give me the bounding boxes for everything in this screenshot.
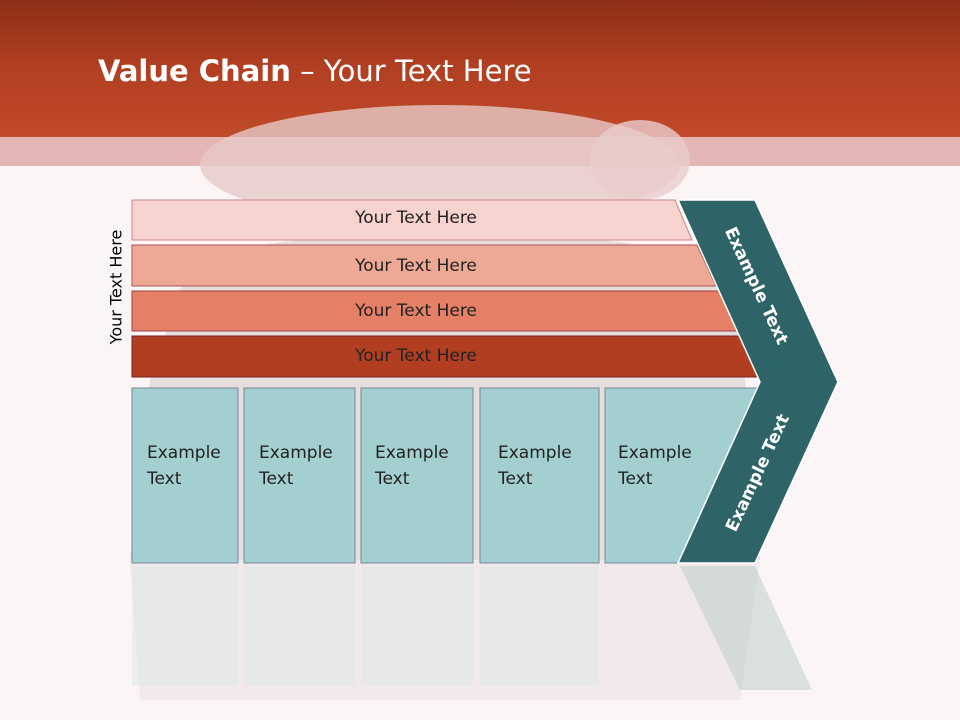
- cell-2-line2: Text: [259, 469, 294, 489]
- cell-5-line1: Example: [618, 443, 692, 463]
- cell-4: [479, 387, 600, 564]
- cell-3: [360, 387, 474, 564]
- bar-1-label: Your Text Here: [355, 208, 477, 228]
- bar-3-label: Your Text Here: [355, 301, 477, 321]
- cell-3-line2: Text: [375, 469, 410, 489]
- reflection-chevron: [680, 566, 812, 690]
- cell-1-line1: Example: [147, 443, 221, 463]
- cell-4-text: Example Text: [498, 440, 572, 492]
- reflection-cell-4: [480, 566, 599, 686]
- cell-3-line1: Example: [375, 443, 449, 463]
- chevron-arrow: [676, 199, 839, 564]
- reflection-cell-2: [244, 566, 355, 686]
- cell-1-text: Example Text: [147, 440, 221, 492]
- cell-4-line1: Example: [498, 443, 572, 463]
- cell-1-line2: Text: [147, 469, 182, 489]
- cell-5-text: Example Text: [618, 440, 692, 492]
- bar-2-label: Your Text Here: [355, 256, 477, 276]
- cell-4-line2: Text: [498, 469, 533, 489]
- cell-1: [131, 387, 239, 564]
- title-bold: Value Chain: [98, 54, 291, 88]
- cell-2-line1: Example: [259, 443, 333, 463]
- reflection-cell-1: [132, 566, 238, 686]
- page-title: Value Chain – Your Text Here: [98, 54, 532, 88]
- reflection-cell-3: [361, 566, 473, 686]
- cell-3-text: Example Text: [375, 440, 449, 492]
- bar-1: [131, 199, 693, 241]
- title-rest: – Your Text Here: [290, 54, 532, 88]
- bar-4-label: Your Text Here: [355, 346, 477, 366]
- cell-2-text: Example Text: [259, 440, 333, 492]
- cell-2: [243, 387, 356, 564]
- cell-5-line2: Text: [618, 469, 653, 489]
